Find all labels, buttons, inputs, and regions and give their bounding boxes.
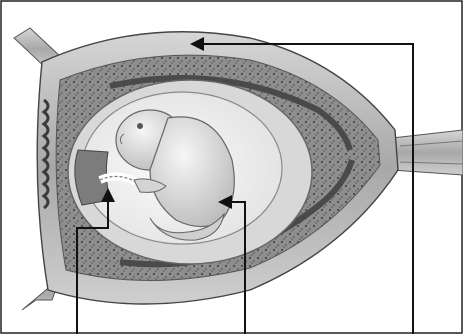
cervix bbox=[392, 130, 463, 175]
embryo-eye bbox=[137, 123, 143, 129]
